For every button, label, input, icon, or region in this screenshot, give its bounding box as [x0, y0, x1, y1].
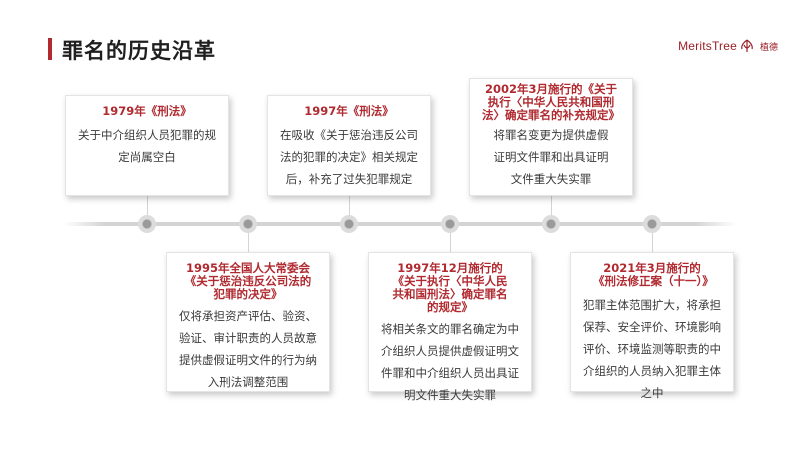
event-card-1997-december: 1997年12月施行的《关于执行〈中华人民共和国刑法〉确定罪名的规定》 将相关条…: [368, 252, 532, 402]
timeline-dot: [542, 215, 560, 233]
event-description: 在吸收《关于惩治违反公司法的犯罪的决定》相关规定后，补充了过失犯罪规定: [280, 128, 418, 186]
event-card-1995: 1995年全国人大常委会《关于惩治违反公司法的犯罪的决定》 仅将承担资产评估、验…: [166, 252, 330, 392]
logo-chinese: 植德: [759, 42, 778, 53]
event-description: 将相关条文的罪名确定为中介组织人员提供虚假证明文件罪和中介组织人员出具证明文件重…: [381, 322, 519, 402]
tree-logo-icon: [741, 39, 753, 52]
event-title: 1995年全国人大常委会《关于惩治违反公司法的犯罪的决定》: [184, 261, 312, 301]
event-card-2002: 2002年3月施行的《关于执行〈中华人民共和国刑法〉确定罪名的补充规定》 将罪名…: [469, 78, 633, 196]
timeline-stem: [147, 196, 148, 216]
timeline-stem: [551, 196, 552, 216]
timeline-stem: [652, 232, 653, 252]
logo-text: MeritsTree: [678, 39, 737, 53]
timeline-dot: [138, 215, 156, 233]
event-card-1997-criminal-law: 1997年《刑法》 在吸收《关于惩治违反公司法的犯罪的决定》相关规定后，补充了过…: [267, 95, 431, 196]
timeline-stem: [248, 232, 249, 252]
event-title: 2002年3月施行的《关于执行〈中华人民共和国刑法〉确定罪名的补充规定》: [482, 82, 620, 122]
event-title: 1997年12月施行的《关于执行〈中华人民共和国刑法〉确定罪名的规定》: [392, 261, 508, 314]
event-title: 1979年《刑法》: [102, 104, 192, 118]
event-card-2021: 2021年3月施行的《刑法修正案（十一）》 犯罪主体范围扩大，将承担保荐、安全评…: [570, 252, 734, 400]
event-description: 将罪名变更为提供虚假证明文件罪和出具证明文件重大失实罪: [493, 128, 609, 186]
timeline-stem: [349, 196, 350, 216]
page-title: 罪名的历史沿革: [62, 39, 216, 63]
meritstree-logo: MeritsTree 植德: [678, 39, 778, 53]
title-accent-bar: [48, 38, 52, 60]
event-description: 犯罪主体范围扩大，将承担保荐、安全评价、环境影响评价、环境监测等职责的中介组织的…: [583, 298, 721, 400]
timeline-dot: [340, 215, 358, 233]
event-title: 2021年3月施行的《刑法修正案（十一）》: [593, 261, 714, 288]
timeline-dot: [441, 215, 459, 233]
timeline-stem: [450, 232, 451, 252]
event-card-1979: 1979年《刑法》 关于中介组织人员犯罪的规定尚属空白: [65, 95, 229, 196]
event-title: 1997年《刑法》: [304, 104, 394, 118]
timeline-dot: [643, 215, 661, 233]
timeline-axis: [64, 222, 736, 226]
event-description: 关于中介组织人员犯罪的规定尚属空白: [78, 128, 216, 164]
event-description: 仅将承担资产评估、验资、验证、审计职责的人员故意提供虚假证明文件的行为纳入刑法调…: [179, 309, 317, 389]
timeline-dot: [239, 215, 257, 233]
